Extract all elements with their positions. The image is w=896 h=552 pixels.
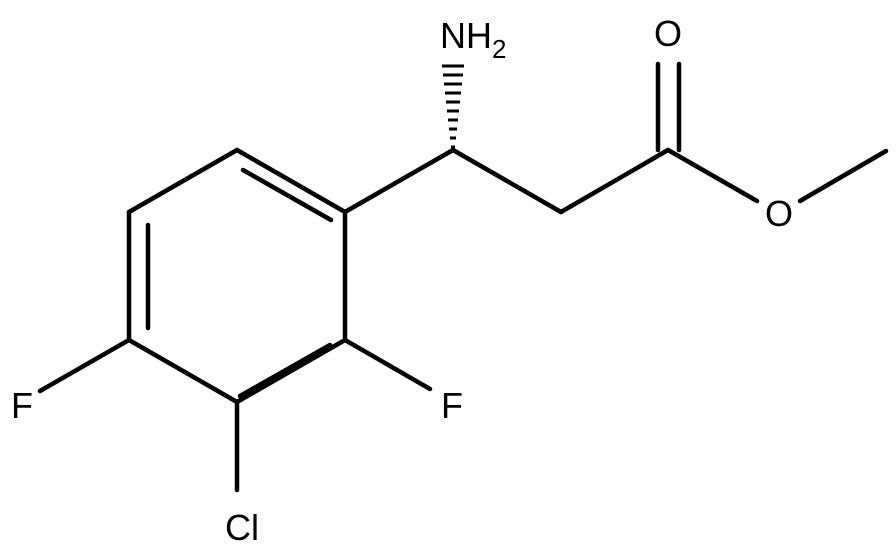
atom-ester-o-label: O <box>765 193 793 234</box>
atom-cl-label: Cl <box>225 507 259 548</box>
bond-ring-c2-c3 <box>234 337 348 405</box>
atom-f-ortho-label: F <box>441 385 463 426</box>
bond-c4-f <box>37 337 132 394</box>
bond-ch2-carbonyl <box>558 147 671 215</box>
bond-ring-double-inner-3 <box>240 167 334 223</box>
bond-c2-f <box>342 337 433 392</box>
bond-carbonyl-ester-o <box>665 147 760 204</box>
atom-f-para-label: F <box>11 385 33 426</box>
atom-carbonyl-o-label: O <box>654 13 682 54</box>
benzene-ring <box>126 147 348 405</box>
bond-stereocenter-ch2 <box>450 147 564 215</box>
bond-ring-stereocenter <box>342 147 456 215</box>
bond-ring-c6-c1 <box>234 147 348 215</box>
atom-nh2-label: NH2 <box>440 15 506 64</box>
hashed-wedge-bond <box>442 64 464 149</box>
bond-ring-c5-c6 <box>126 147 240 215</box>
bond-ester-o-methyl <box>797 148 889 204</box>
atom-nh2-subscript: 2 <box>492 34 506 64</box>
bond-ring-c3-c4 <box>126 337 240 405</box>
bond-ring-double-inner-1 <box>237 342 333 399</box>
